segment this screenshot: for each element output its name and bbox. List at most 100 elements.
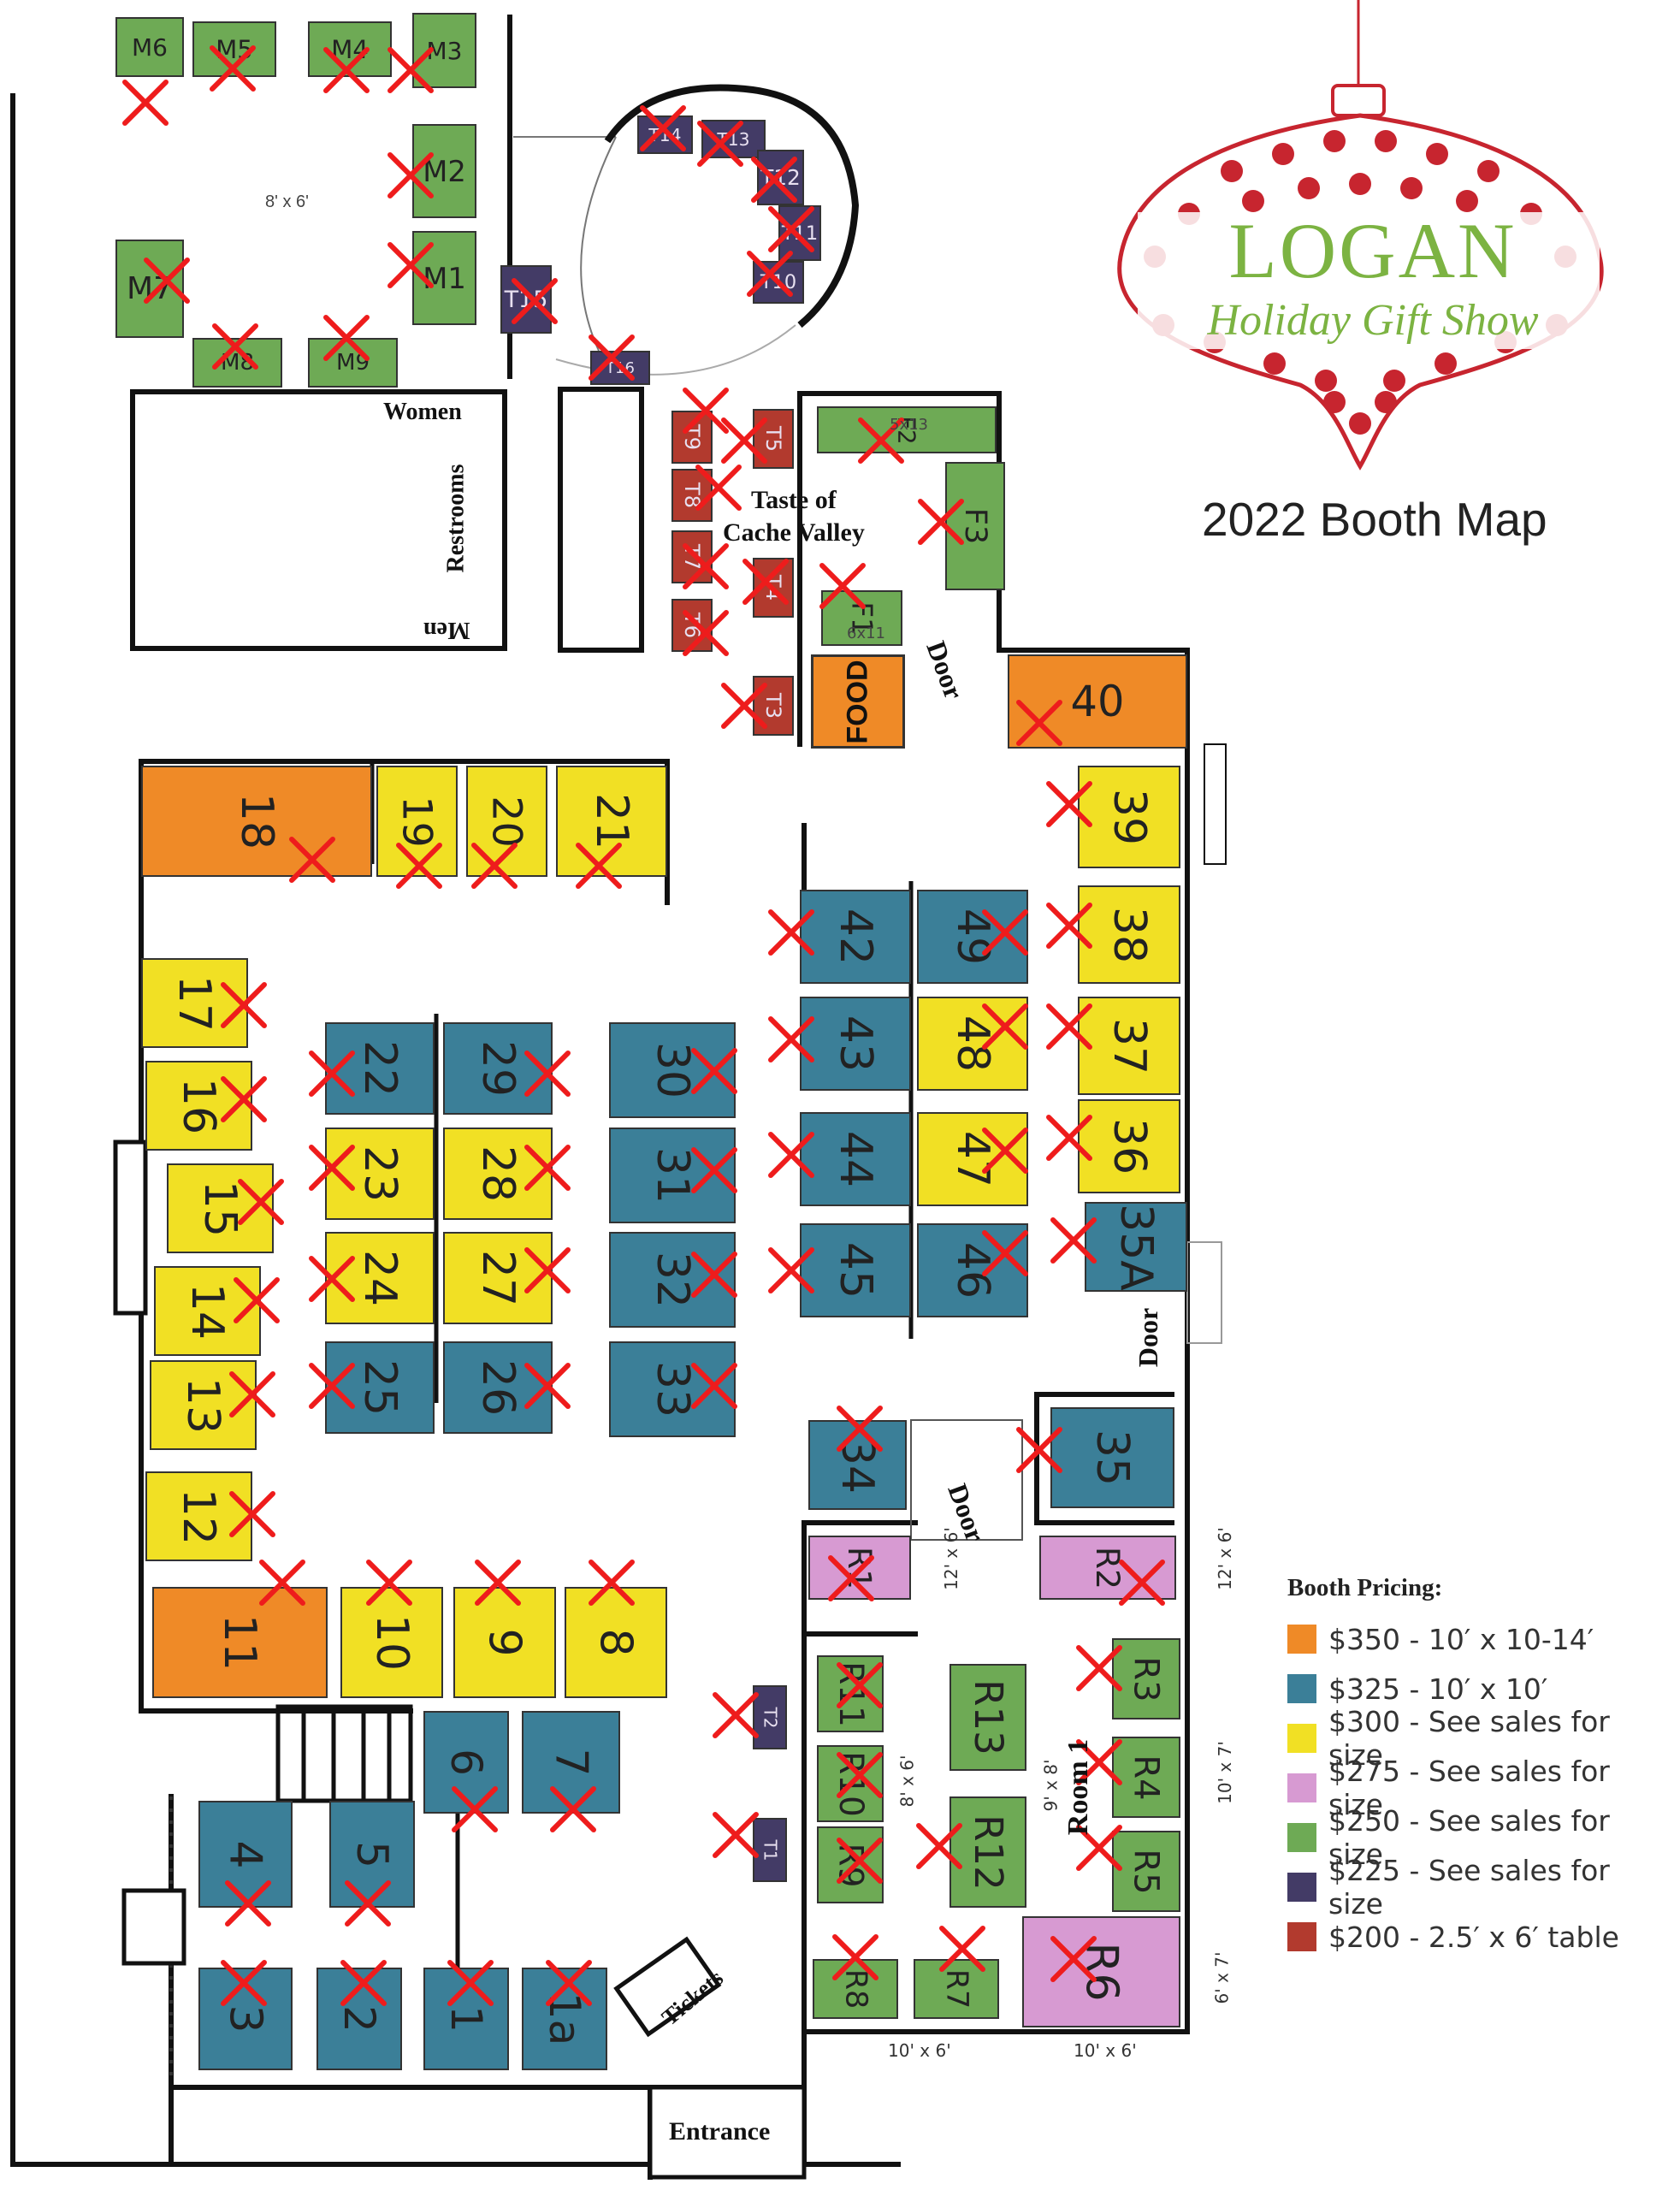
booth-31[interactable]: 31 — [609, 1128, 736, 1223]
booth-m9[interactable]: M9 — [308, 338, 398, 388]
booth-44[interactable]: 44 — [800, 1112, 911, 1206]
food-booth[interactable]: FOOD — [811, 654, 905, 749]
booth-m6[interactable]: M6 — [115, 17, 184, 77]
booth-5[interactable]: 5 — [329, 1801, 415, 1908]
booth-17[interactable]: 17 — [141, 958, 248, 1048]
booth-7[interactable]: 7 — [522, 1711, 620, 1814]
booth-35a[interactable]: 35A — [1085, 1202, 1187, 1292]
booth-6[interactable]: 6 — [423, 1711, 509, 1814]
booth-1[interactable]: 1 — [423, 1968, 509, 2070]
booth-t14[interactable]: T14 — [637, 115, 693, 154]
booth-t16[interactable]: T16 — [590, 351, 650, 385]
booth-33[interactable]: 33 — [609, 1341, 736, 1437]
booth-r8[interactable]: R8 — [813, 1959, 898, 2019]
booth-t6[interactable]: T6 — [671, 599, 713, 652]
booth-47[interactable]: 47 — [917, 1112, 1028, 1206]
booth-18[interactable]: 18 — [141, 766, 372, 877]
booth-1a[interactable]: 1a — [522, 1968, 607, 2070]
booth-19[interactable]: 19 — [376, 766, 458, 877]
booth-36[interactable]: 36 — [1078, 1099, 1180, 1193]
booth-m1[interactable]: M1 — [412, 231, 476, 325]
booth-t1[interactable]: T1 — [753, 1818, 787, 1882]
booth-11[interactable]: 11 — [152, 1587, 328, 1698]
booth-r4[interactable]: R4 — [1112, 1737, 1180, 1818]
booth-25[interactable]: 25 — [325, 1341, 435, 1434]
booth-t4[interactable]: T4 — [753, 558, 794, 618]
booth-4[interactable]: 4 — [198, 1801, 293, 1908]
booth-label: 42 — [829, 908, 881, 966]
booth-26[interactable]: 26 — [443, 1341, 553, 1434]
booth-8[interactable]: 8 — [565, 1587, 667, 1698]
booth-t10[interactable]: T10 — [753, 261, 804, 304]
booth-10[interactable]: 10 — [340, 1587, 443, 1698]
booth-r13[interactable]: R13 — [949, 1664, 1026, 1771]
booth-r3[interactable]: R3 — [1112, 1638, 1180, 1719]
booth-t13[interactable]: T13 — [701, 120, 766, 158]
booth-21[interactable]: 21 — [556, 766, 667, 877]
booth-t9[interactable]: T9 — [671, 411, 713, 464]
booth-r11[interactable]: R11 — [817, 1655, 884, 1732]
booth-m7[interactable]: M7 — [115, 240, 184, 338]
booth-m8[interactable]: M8 — [192, 338, 282, 388]
booth-22[interactable]: 22 — [325, 1022, 435, 1115]
booth-30[interactable]: 30 — [609, 1022, 736, 1118]
booth-40[interactable]: 40 — [1008, 654, 1187, 749]
booth-f2[interactable]: F2 — [817, 406, 997, 453]
booth-35[interactable]: 35 — [1050, 1407, 1174, 1508]
booth-15[interactable]: 15 — [167, 1163, 274, 1253]
legend-item: $300 - See sales for size — [1287, 1705, 1664, 1772]
booth-29[interactable]: 29 — [443, 1022, 553, 1115]
booth-38[interactable]: 38 — [1078, 885, 1180, 984]
booth-3[interactable]: 3 — [198, 1968, 293, 2070]
booth-m5[interactable]: M5 — [192, 21, 276, 77]
booth-t5[interactable]: T5 — [753, 409, 794, 469]
booth-23[interactable]: 23 — [325, 1128, 435, 1220]
booth-t8[interactable]: T8 — [671, 469, 713, 522]
show-title: LOGAN — [1228, 207, 1517, 294]
booth-label: T10 — [760, 271, 797, 293]
booth-r7[interactable]: R7 — [914, 1959, 999, 2019]
booth-48[interactable]: 48 — [917, 997, 1028, 1091]
booth-t12[interactable]: T12 — [757, 150, 804, 205]
booth-label: T16 — [606, 358, 635, 377]
booth-14[interactable]: 14 — [154, 1266, 261, 1356]
booth-39[interactable]: 39 — [1078, 766, 1180, 868]
booth-13[interactable]: 13 — [150, 1360, 257, 1450]
legend-swatch — [1287, 1625, 1316, 1654]
booth-46[interactable]: 46 — [917, 1223, 1028, 1317]
booth-43[interactable]: 43 — [800, 997, 911, 1091]
booth-label: 28 — [471, 1145, 524, 1203]
booth-r2[interactable]: R2 — [1039, 1536, 1176, 1600]
booth-m2[interactable]: M2 — [412, 124, 476, 218]
booth-m3[interactable]: M3 — [412, 13, 476, 88]
booth-r10[interactable]: R10 — [817, 1745, 884, 1822]
booth-37[interactable]: 37 — [1078, 997, 1180, 1095]
booth-42[interactable]: 42 — [800, 890, 911, 984]
booth-t11[interactable]: T11 — [778, 205, 821, 261]
booth-t3[interactable]: T3 — [753, 676, 794, 736]
booth-label: 45 — [829, 1241, 881, 1299]
booth-28[interactable]: 28 — [443, 1128, 553, 1220]
booth-27[interactable]: 27 — [443, 1232, 553, 1324]
booth-r6[interactable]: R6 — [1022, 1916, 1180, 2027]
booth-24[interactable]: 24 — [325, 1232, 435, 1324]
booth-r12[interactable]: R12 — [949, 1796, 1026, 1908]
booth-45[interactable]: 45 — [800, 1223, 911, 1317]
booth-9[interactable]: 9 — [453, 1587, 556, 1698]
booth-49[interactable]: 49 — [917, 890, 1028, 984]
booth-34[interactable]: 34 — [808, 1420, 907, 1510]
booth-t15[interactable]: T15 — [500, 265, 552, 334]
booth-r9[interactable]: R9 — [817, 1826, 884, 1903]
ornament-dot — [1349, 412, 1371, 435]
booth-t7[interactable]: T7 — [671, 530, 713, 583]
booth-20[interactable]: 20 — [466, 766, 547, 877]
booth-2[interactable]: 2 — [316, 1968, 402, 2070]
booth-r1[interactable]: R1 — [808, 1536, 911, 1600]
booth-12[interactable]: 12 — [145, 1471, 252, 1561]
booth-32[interactable]: 32 — [609, 1232, 736, 1328]
booth-r5[interactable]: R5 — [1112, 1831, 1180, 1912]
booth-m4[interactable]: M4 — [308, 21, 392, 77]
booth-f3[interactable]: F3 — [945, 462, 1005, 590]
booth-t2[interactable]: T2 — [753, 1685, 787, 1749]
booth-16[interactable]: 16 — [145, 1061, 252, 1151]
